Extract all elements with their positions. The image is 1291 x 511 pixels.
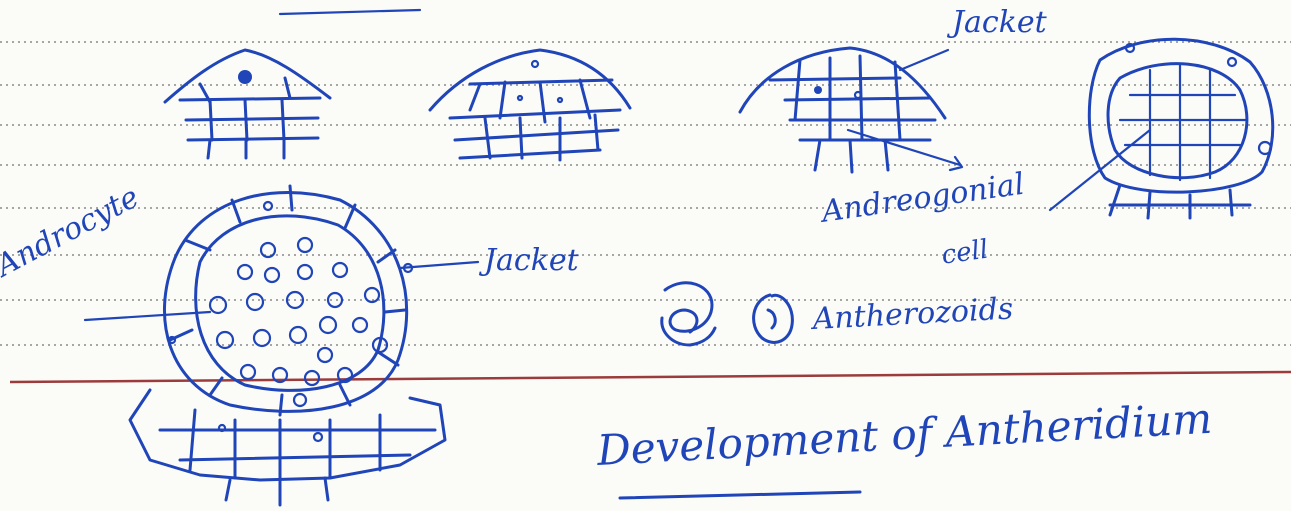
stage-2-divisions — [430, 50, 630, 160]
top-underline — [280, 10, 420, 14]
stage-3-androgonial — [740, 48, 962, 172]
title-underline — [620, 492, 860, 498]
androcyte-pointer — [85, 312, 210, 320]
androgonial-cell-label: cell — [940, 237, 990, 269]
antherozoid-figures — [662, 283, 793, 345]
jacket-label-top: Jacket — [952, 8, 1047, 38]
androgonial-pointer — [1050, 130, 1150, 210]
ruled-lines — [0, 42, 1291, 345]
stage-4-mature — [1089, 39, 1272, 218]
margin-line — [10, 372, 1291, 382]
jacket-pointer-top — [900, 50, 948, 70]
jacket-label-mature: Jacket — [484, 246, 579, 276]
stage-1-initial — [165, 50, 330, 158]
